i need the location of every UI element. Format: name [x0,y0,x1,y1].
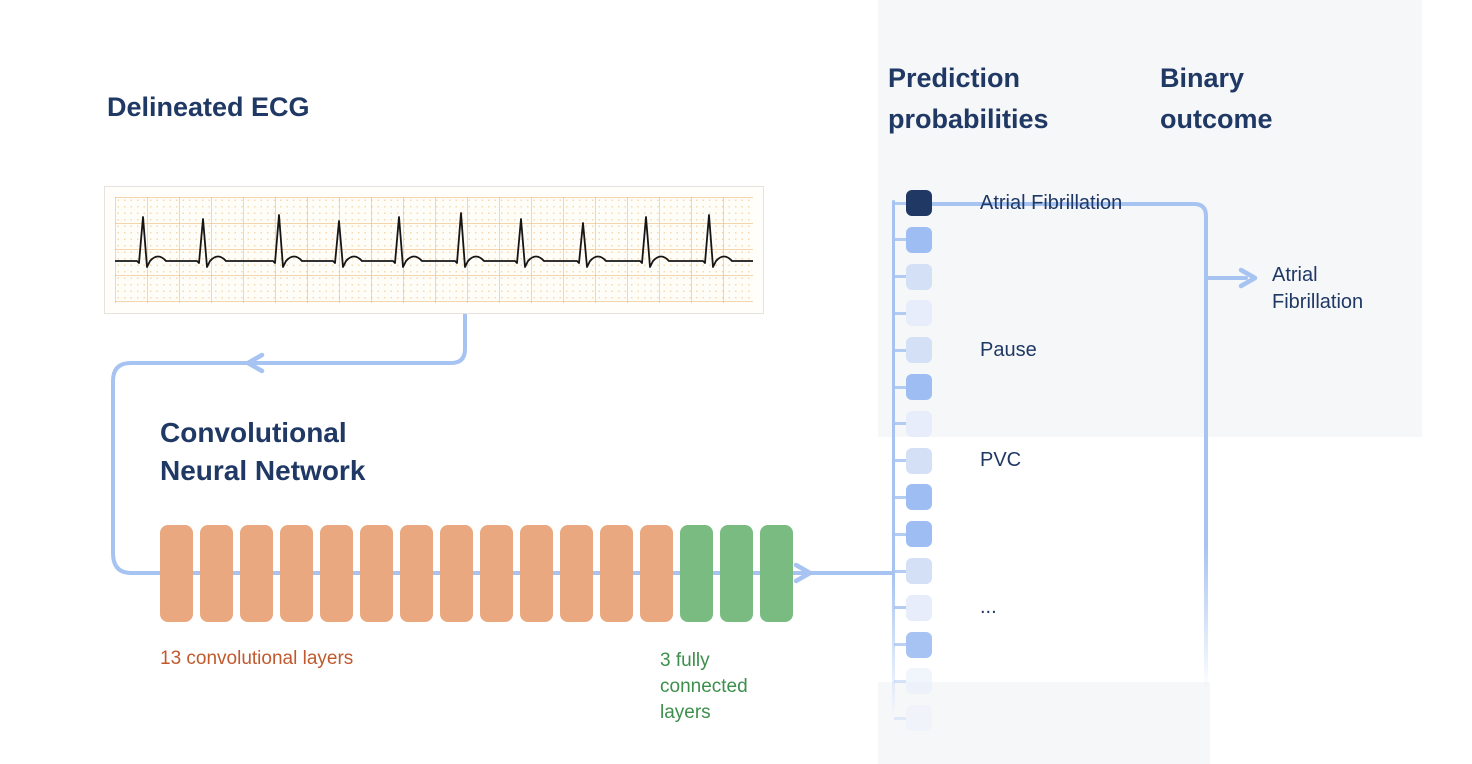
background-panel-bottom-right [878,682,1210,764]
ecg-heading: Delineated ECG [107,92,310,122]
conv-layer-block [640,525,673,622]
ecg-grid [115,197,753,303]
prediction-row: ... [894,594,997,621]
binary-outcome-heading: Binary outcome [1160,63,1273,134]
cnn-heading: Convolutional Neural Network [160,417,366,486]
probability-square [906,484,932,511]
probability-square [906,374,932,400]
prediction-label: ... [980,596,997,619]
prediction-row [894,374,932,400]
prediction-row [894,263,932,290]
connector-stub [894,238,906,242]
connector-stub [894,311,906,315]
probability-square [906,631,932,658]
connector-stub [894,495,906,499]
fc-layer-block [760,525,793,622]
probability-square [906,300,932,327]
probability-square [906,594,932,621]
conv-layer-block [560,525,593,622]
connector-stub [894,348,906,352]
connector-stub [894,201,906,205]
prediction-row [894,705,932,732]
arrowhead-left-icon [245,352,265,374]
connector-stub [894,385,906,389]
fc-layer-block [720,525,753,622]
conv-layer-block [600,525,633,622]
connector-stub [894,532,906,536]
connector-stub [894,459,906,463]
conv-layer-block [440,525,473,622]
probability-square [906,410,932,437]
connector-stub [894,679,906,683]
probability-square [906,668,932,695]
background-panel-top-right [878,0,1422,437]
arrowhead-outcome-icon [1238,267,1258,289]
ecg-strip [104,186,764,314]
prediction-row [894,668,932,695]
probability-square [906,263,932,290]
prediction-row [894,410,932,437]
connector-stub [894,606,906,610]
prediction-row [894,521,932,548]
arrowhead-right-icon [793,562,813,584]
conv-layer-block [200,525,233,622]
prediction-label: PVC [980,449,1022,472]
conv-layer-block [240,525,273,622]
main-flow-path [111,312,895,575]
conv-layer-block [360,525,393,622]
prediction-row: PVC [894,447,1022,474]
conv-layer-block [520,525,553,622]
connector-stub [894,716,906,720]
probability-square [906,190,932,216]
prediction-row [894,226,932,253]
probability-square [906,521,932,548]
conv-layer-block [320,525,353,622]
probability-square [906,337,932,364]
probability-square [906,705,932,732]
probability-square [906,226,932,253]
prediction-row [894,484,932,511]
conv-layer-block [160,525,193,622]
binary-flow-path [930,202,1208,690]
probability-square [906,558,932,584]
conv-layer-block [280,525,313,622]
conv-layer-block [480,525,513,622]
connector-stub [894,422,906,426]
prediction-row: Atrial Fibrillation [894,190,1122,216]
connector-stub [894,643,906,647]
fc-layer-block [680,525,713,622]
prediction-heading: Prediction probabilities [888,63,1049,134]
fc-layers-label: 3 fully connected layers [660,650,748,723]
conv-layer-block [400,525,433,622]
connector-stub [894,569,906,573]
prediction-axis-line [892,200,895,718]
prediction-row [894,558,932,584]
probability-square [906,447,932,474]
conv-layers-label: 13 convolutional layers [160,648,354,669]
connector-stub [894,275,906,279]
cnn-layers-row [160,525,793,622]
prediction-row [894,300,932,327]
prediction-label: Pause [980,338,1037,361]
prediction-label: Atrial Fibrillation [980,191,1123,214]
binary-outcome-label: Atrial Fibrillation [1272,264,1364,313]
ecg-waveform [115,212,753,268]
prediction-row: Pause [894,337,1037,364]
prediction-row [894,631,932,658]
